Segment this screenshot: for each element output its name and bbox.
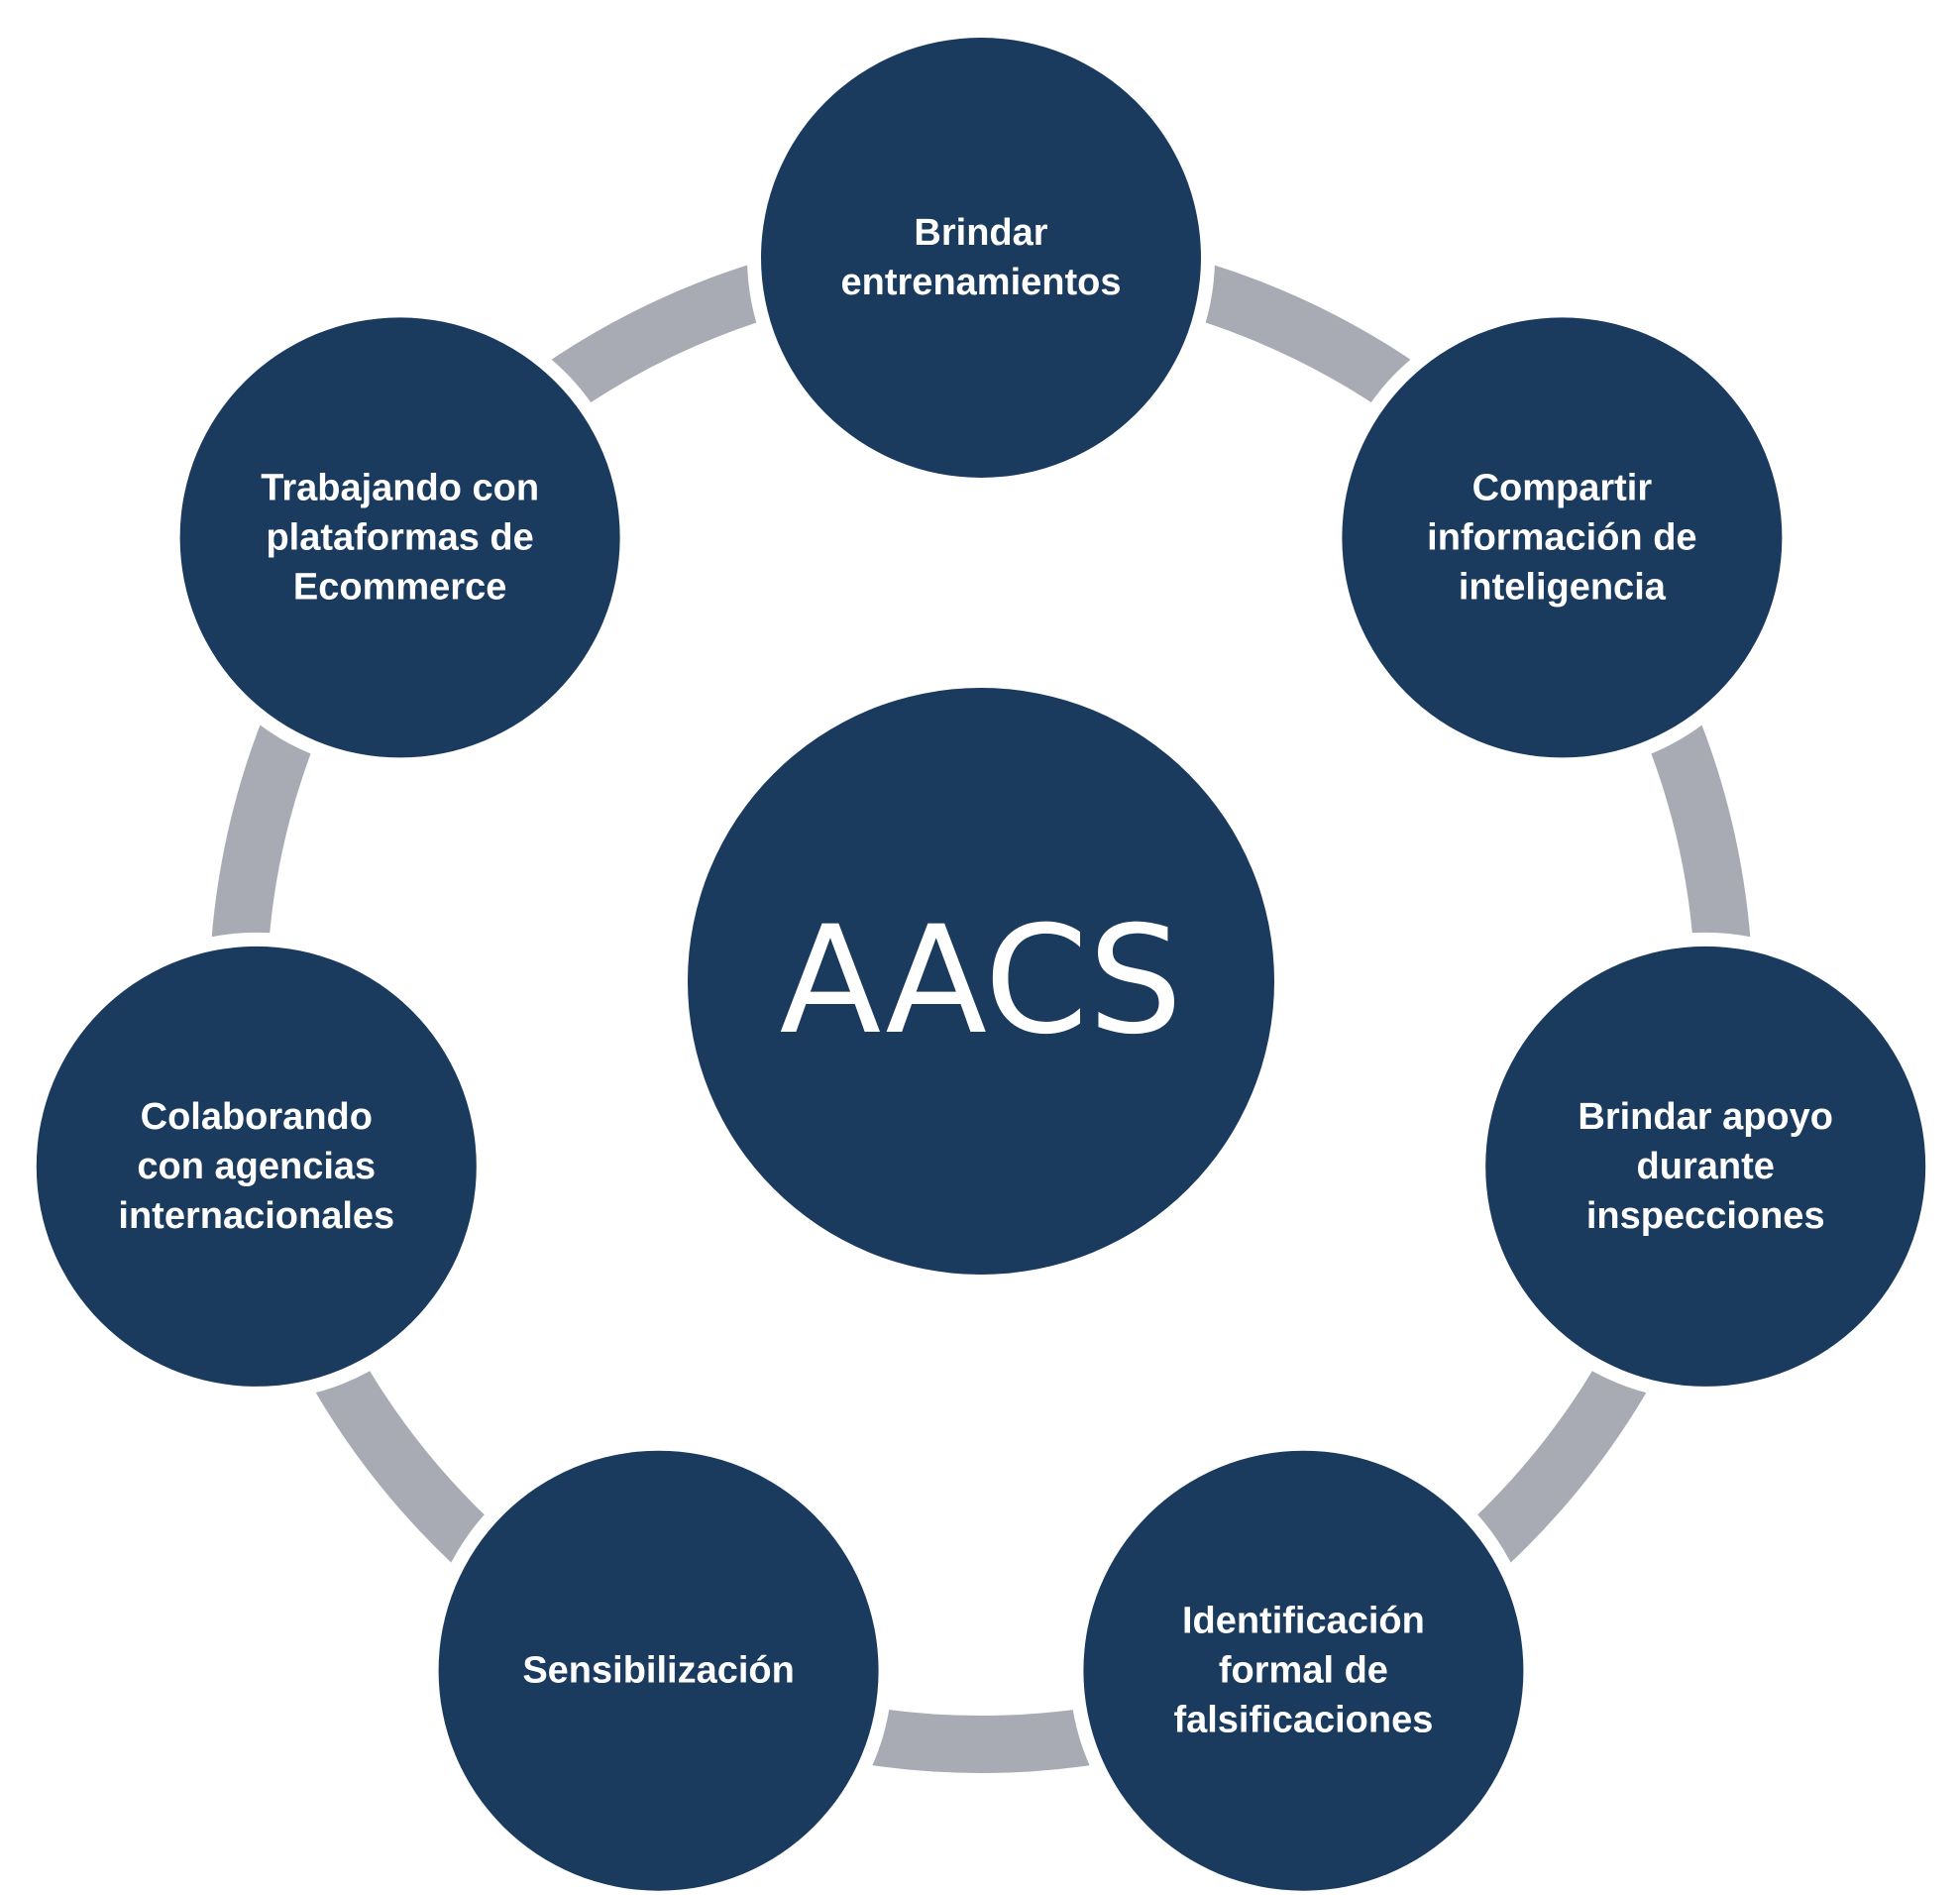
node-trabajando-ecommerce: Trabajando con plataformas de Ecommerce — [165, 303, 634, 772]
node-label: Trabajando con plataformas de Ecommerce — [261, 467, 539, 608]
node-label-line: inspecciones — [1586, 1195, 1825, 1237]
node-label-line: información de — [1427, 516, 1696, 558]
center-label: AACS — [780, 895, 1183, 1067]
node-circle — [761, 38, 1201, 478]
node-label: Brindar entrenamientos — [841, 212, 1122, 303]
node-label-line: Sensibilización — [522, 1650, 795, 1692]
node-label-line: plataformas de — [266, 516, 533, 558]
node-label-line: Brindar — [914, 212, 1047, 254]
node-circle — [1342, 317, 1783, 758]
node-brindar-apoyo: Brindar apoyo durante inspecciones — [1471, 932, 1940, 1400]
node-compartir-informacion: Compartir información de inteligencia — [1328, 303, 1797, 772]
node-label: Brindar apoyo durante inspecciones — [1578, 1096, 1833, 1237]
node-label-line: Brindar apoyo — [1578, 1096, 1833, 1138]
node-label-line: durante — [1637, 1146, 1775, 1187]
node-label: Identificación formal de falsificaciones — [1173, 1601, 1433, 1741]
node-label-line: Identificación — [1182, 1601, 1425, 1642]
node-sensibilizacion: Sensibilización — [424, 1436, 893, 1895]
node-label: Sensibilización — [522, 1650, 795, 1692]
node-label-line: entrenamientos — [841, 262, 1122, 303]
node-circle — [36, 946, 477, 1387]
node-label-line: con agencias — [137, 1146, 376, 1187]
node-label-line: Ecommerce — [293, 566, 506, 608]
node-label-line: Trabajando con — [261, 467, 539, 508]
node-label: Compartir información de inteligencia — [1427, 467, 1696, 608]
node-label-line: Compartir — [1472, 467, 1653, 508]
node-circle — [1083, 1450, 1524, 1891]
node-label-line: internacionales — [118, 1195, 394, 1237]
node-brindar-entrenamientos: Brindar entrenamientos — [747, 24, 1215, 492]
node-circle — [179, 317, 620, 758]
node-label: Colaborando con agencias internacionales — [118, 1096, 394, 1237]
node-label-line: Colaborando — [141, 1096, 373, 1138]
node-identificacion-formal: Identificación formal de falsificaciones — [1069, 1436, 1538, 1895]
center-node: AACS — [688, 688, 1274, 1275]
node-circle — [1485, 946, 1926, 1387]
node-label-line: inteligencia — [1459, 566, 1667, 608]
node-circle — [438, 1450, 879, 1891]
node-colaborando-agencias: Colaborando con agencias internacionales — [22, 932, 490, 1400]
center-circle — [688, 688, 1274, 1275]
node-label-line: formal de — [1219, 1650, 1388, 1692]
node-label-line: falsificaciones — [1173, 1700, 1433, 1741]
